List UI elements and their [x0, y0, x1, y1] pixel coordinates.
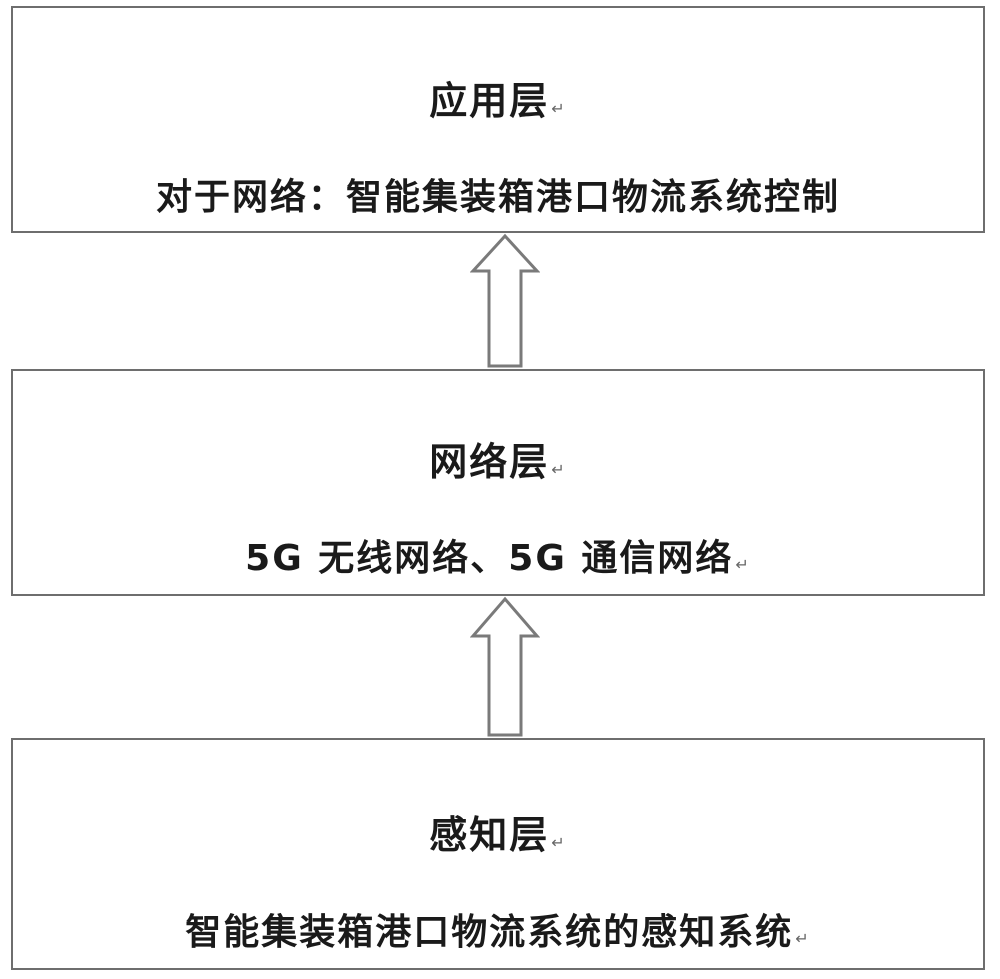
perception-layer-box: 感知层↵ 智能集装箱港口物流系统的感知系统↵ — [11, 738, 985, 970]
paragraph-mark-icon: ↵ — [735, 555, 751, 574]
hollow-up-arrow-icon — [470, 233, 540, 368]
perception-layer-title: 感知层↵ — [429, 813, 567, 857]
hollow-up-arrow-icon — [470, 596, 540, 737]
network-layer-description: 5G 无线网络、5G 通信网络↵ — [245, 538, 751, 579]
paragraph-mark-icon: ↵ — [551, 99, 567, 118]
paragraph-mark-icon: ↵ — [551, 460, 567, 479]
paragraph-mark-icon: ↵ — [551, 833, 567, 852]
application-layer-description: 对于网络：智能集装箱港口物流系统控制 — [155, 177, 840, 218]
network-layer-box: 网络层↵ 5G 无线网络、5G 通信网络↵ — [11, 369, 985, 596]
paragraph-mark-icon: ↵ — [795, 929, 811, 948]
network-layer-title: 网络层↵ — [429, 440, 567, 484]
application-layer-title: 应用层↵ — [429, 79, 567, 123]
application-layer-box: 应用层↵ 对于网络：智能集装箱港口物流系统控制 — [11, 6, 985, 233]
perception-layer-description: 智能集装箱港口物流系统的感知系统↵ — [185, 912, 811, 953]
